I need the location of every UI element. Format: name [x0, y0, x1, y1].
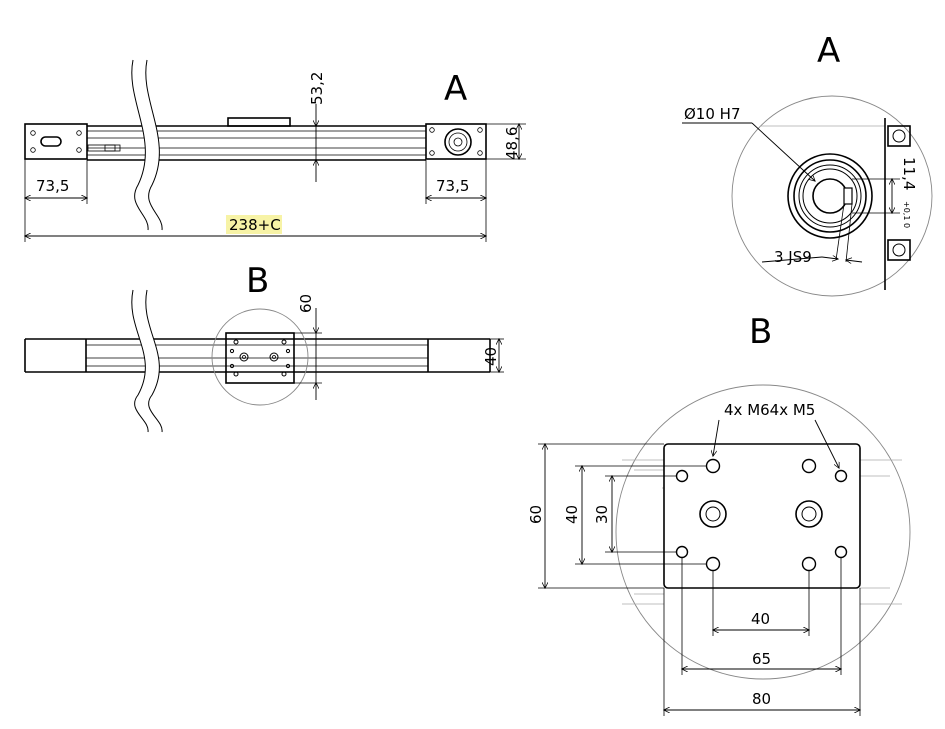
dim-hole-spacing-40: 40	[563, 505, 581, 524]
main-side-view: 53,2 48,6 73,5 73,5 238+C A	[25, 59, 526, 242]
detail-a-title: A	[817, 31, 840, 71]
dim-height-53: 53,2	[308, 72, 326, 105]
dim-carriage-60: 60	[297, 294, 315, 313]
dim-hole-spacing-30: 30	[593, 505, 611, 524]
bottom-view: 60 40 B	[24, 261, 504, 433]
dim-right-end-73: 73,5	[436, 177, 469, 195]
dim-section-height-48: 48,6	[503, 127, 521, 160]
thread-callout: 4x M64x M5	[724, 401, 815, 419]
dim-width-40: 40	[751, 610, 770, 628]
detail-a-marker: A	[444, 69, 467, 109]
dim-keyway-depth: 11,4	[900, 157, 918, 190]
dim-profile-height-40: 40	[482, 347, 500, 366]
dim-keyway-tolerance: +0,1 0	[902, 201, 911, 228]
detail-b-title: B	[749, 312, 772, 352]
dim-keyway-width: 3 JS9	[774, 248, 812, 266]
detail-b-view: B 4x M64x M5 60	[527, 312, 911, 716]
detail-a-view: A Ø10 H7 11,4 +0,1 0 3 JS9	[682, 31, 933, 297]
detail-b-marker: B	[246, 261, 269, 301]
dim-highlight	[226, 215, 282, 234]
dim-bore-diameter: Ø10 H7	[684, 105, 740, 123]
dim-total-length: 238+C	[229, 216, 281, 234]
break-line	[131, 60, 163, 230]
dim-left-end-73: 73,5	[36, 177, 69, 195]
dim-width-80: 80	[752, 690, 771, 708]
dim-width-65: 65	[752, 650, 771, 668]
dim-plate-height-60: 60	[527, 505, 545, 524]
